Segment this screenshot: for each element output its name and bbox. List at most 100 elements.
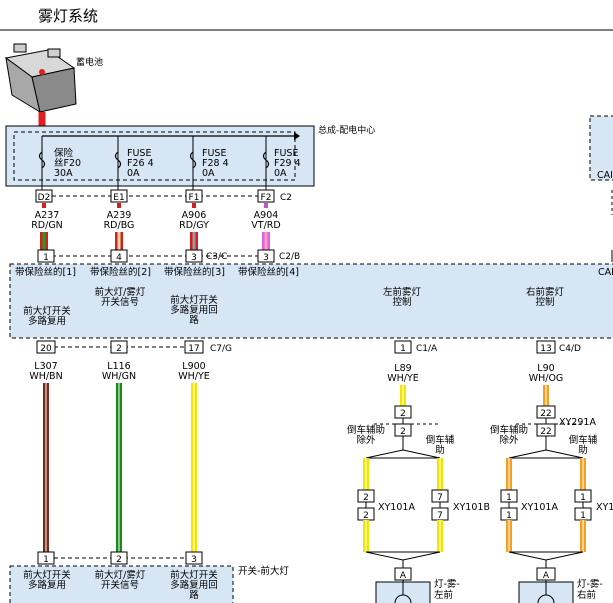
svg-text:F2: F2 [261, 193, 272, 203]
svg-text:22: 22 [540, 409, 551, 419]
svg-text:控制: 控制 [392, 296, 411, 308]
svg-text:0A: 0A [202, 168, 215, 179]
connector-c2-pins: D2 E1 F1 F2 [35, 189, 275, 203]
module-output-pins: 20 2 17 1 13 [36, 340, 556, 354]
wire-a904: A904 VT/RD [251, 203, 281, 250]
svg-text:RD/GY: RD/GY [179, 220, 209, 231]
svg-text:丝F20: 丝F20 [54, 157, 81, 169]
svg-text:前大灯/雾灯: 前大灯/雾灯 [95, 569, 146, 581]
module-input-label-3: 带保险丝的[3] [164, 266, 225, 278]
svg-text:多路复用: 多路复用 [28, 579, 66, 591]
switch-function-3: 前大灯开关 多路复用回 路 [170, 569, 218, 601]
svg-text:3: 3 [263, 253, 269, 263]
battery-label: 蓄电池 [76, 56, 103, 68]
right-fog-wires: 1 1 1 1 [500, 458, 592, 568]
right-fog-lamp: A [518, 567, 574, 603]
wire-l90-label: L90 [537, 363, 554, 374]
switch-function-2: 前大灯/雾灯 开关信号 [95, 569, 146, 591]
svg-text:右前雾灯: 右前雾灯 [526, 286, 565, 298]
switch-pins: 1 2 3 [37, 551, 203, 565]
wire-a906: A906 RD/GY [179, 203, 209, 250]
connector-c7g-label: C7/G [210, 344, 232, 354]
module-input-label-1: 带保险丝的[1] [15, 266, 76, 278]
svg-text:FUSE: FUSE [202, 148, 226, 159]
connector-xy101a-right: XY101A [521, 502, 558, 513]
connector-xy1-right: XY1 [596, 502, 613, 513]
wire-a239: A239 RD/BG [104, 203, 135, 250]
svg-text:FUSE: FUSE [274, 148, 298, 159]
svg-text:F1: F1 [189, 193, 200, 203]
right-edge-module [589, 115, 613, 181]
fuse-box [5, 125, 315, 187]
wire-l90-color: WH/OG [529, 373, 564, 384]
svg-text:22: 22 [540, 427, 551, 437]
right-fog-feed: 22 22 [508, 385, 584, 459]
svg-text:多路复用: 多路复用 [28, 315, 66, 327]
wire-l116-label: L116 [107, 361, 130, 372]
svg-text:F26 4: F26 4 [127, 158, 154, 169]
svg-text:RD/BG: RD/BG [104, 220, 135, 231]
wire-l307-label: L307 [34, 361, 57, 372]
fuse-box-label: 总成-配电中心 [318, 124, 375, 136]
svg-text:路: 路 [189, 314, 199, 326]
fuse-box-inner [13, 131, 296, 181]
svg-text:2: 2 [400, 427, 406, 437]
module-function-3: 前大灯开关 多路复用回 路 [170, 294, 218, 326]
svg-text:前大灯开关: 前大灯开关 [23, 569, 71, 581]
right-edge-label: CAI [597, 170, 613, 181]
wire-a237: A237 RD/GN [31, 203, 63, 250]
module-function-5: 右前雾灯 控制 [526, 286, 565, 308]
svg-text:控制: 控制 [535, 296, 554, 308]
right-fog-lamp-label-2: 右前 [577, 589, 596, 601]
fuse-icon [189, 151, 197, 169]
svg-text:2: 2 [116, 344, 122, 354]
fuse-3: FUSE F28 4 0A [189, 136, 229, 190]
lamp-icon [537, 594, 555, 603]
svg-text:30A: 30A [54, 168, 73, 179]
module-input-pins: 1 4 3 3 [37, 249, 275, 263]
wire-l900-color: WH/YE [178, 371, 210, 382]
svg-text:D2: D2 [38, 193, 51, 203]
switch-label: 开关-前大灯 [238, 565, 289, 577]
svg-text:1: 1 [506, 511, 512, 521]
left-fog-lamp-label-2: 左前 [434, 589, 453, 601]
wire-l900-label: L900 [182, 361, 205, 372]
svg-text:0A: 0A [274, 168, 287, 179]
wire-l89-label: L89 [394, 363, 411, 374]
svg-text:多路复用回: 多路复用回 [170, 579, 218, 591]
connector-c2b-label: C2/B [279, 252, 300, 262]
svg-text:前大灯开关: 前大灯开关 [23, 305, 71, 317]
svg-text:倒车辅: 倒车辅 [426, 434, 455, 446]
svg-text:倒车辅助: 倒车辅助 [490, 424, 528, 436]
bus-arrow-icon [294, 132, 300, 140]
svg-text:1: 1 [580, 493, 586, 503]
module-input-label-2: 带保险丝的[2] [90, 266, 151, 278]
module-right-label: CAI [598, 267, 613, 278]
svg-text:路: 路 [189, 589, 199, 601]
fuse-4: FUSE F29 4 0A [262, 136, 301, 190]
headlamp-switch [9, 565, 234, 603]
fuse-2: FUSE F26 4 0A [114, 136, 154, 190]
module-function-2: 前大灯/雾灯 开关信号 [95, 286, 146, 308]
svg-text:0A: 0A [127, 168, 140, 179]
fuse-icon [38, 151, 46, 169]
svg-text:1: 1 [580, 511, 586, 521]
module-function-4: 左前雾灯 控制 [383, 286, 422, 308]
svg-text:FUSE: FUSE [127, 148, 151, 159]
svg-text:除外: 除外 [356, 434, 376, 446]
svg-text:开关信号: 开关信号 [101, 296, 139, 308]
svg-text:RD/GN: RD/GN [31, 220, 63, 231]
svg-text:2: 2 [400, 409, 406, 419]
svg-text:2: 2 [116, 555, 122, 565]
svg-text:A906: A906 [182, 210, 207, 221]
lamp-icon [394, 594, 412, 603]
svg-text:前大灯开关: 前大灯开关 [170, 569, 218, 581]
svg-text:3: 3 [191, 555, 197, 565]
control-module [9, 263, 613, 339]
svg-text:除外: 除外 [499, 434, 519, 446]
svg-text:VT/RD: VT/RD [251, 220, 280, 231]
svg-text:13: 13 [540, 344, 551, 354]
left-fog-feed: 2 2 [365, 385, 441, 459]
module-function-1: 前大灯开关 多路复用 [23, 305, 71, 327]
